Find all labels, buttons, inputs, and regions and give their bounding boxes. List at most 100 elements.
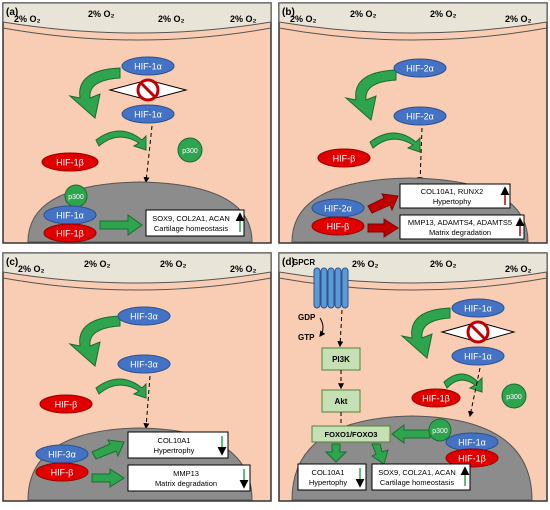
svg-text:COL10A1: COL10A1 xyxy=(312,468,345,477)
svg-text:Matrix degradation: Matrix degradation xyxy=(429,228,491,237)
panel-letter: (b) xyxy=(282,7,295,18)
o2-label: 2% O₂ xyxy=(158,14,185,24)
hif-alpha-oval xyxy=(451,298,505,318)
svg-text:p300: p300 xyxy=(68,194,84,201)
svg-text:COL10A1: COL10A1 xyxy=(158,436,191,445)
svg-text:HIF-1β: HIF-1β xyxy=(56,158,84,168)
hif-beta-oval xyxy=(39,394,93,414)
dashed-translocation xyxy=(143,375,151,430)
hif-alpha-oval xyxy=(121,56,175,76)
svg-text:HIF-3α: HIF-3α xyxy=(48,450,76,460)
svg-text:p300: p300 xyxy=(506,394,522,401)
svg-text:Cartilage homeostasis: Cartilage homeostasis xyxy=(154,224,228,233)
svg-text:HIF-2α: HIF-2α xyxy=(406,64,434,74)
red-arrow-icon xyxy=(367,218,399,238)
svg-text:GTP: GTP xyxy=(298,333,315,342)
svg-text:SOX9, COL2A1, ACAN: SOX9, COL2A1, ACAN xyxy=(378,468,456,477)
svg-text:HIF-1α: HIF-1α xyxy=(458,438,486,448)
curved-arrow-icon xyxy=(68,315,121,367)
o2-label: 2% O₂ xyxy=(88,9,115,19)
svg-text:HIF-1β: HIF-1β xyxy=(56,229,84,239)
panel-letter: (a) xyxy=(6,7,18,18)
o2-label: 2% O₂ xyxy=(352,259,379,269)
bind-arrow-icon xyxy=(95,130,147,151)
gene-box xyxy=(297,463,367,491)
hif-beta-oval xyxy=(317,148,371,168)
hif-alpha-oval xyxy=(117,354,171,374)
o2-label: 2% O₂ xyxy=(505,264,532,274)
foxo-box xyxy=(311,425,391,443)
hif-beta-oval xyxy=(311,216,365,236)
panel-d: (d) GPCR 2% O₂ 2% O₂ 2% O₂ GDP GTP PI3K … xyxy=(278,252,548,502)
dashed-translocation xyxy=(143,125,153,184)
svg-text:HIF-3α: HIF-3α xyxy=(130,312,158,322)
hif-alpha-oval xyxy=(121,104,175,124)
svg-text:HIF-β: HIF-β xyxy=(333,154,356,164)
gpcr-receptor-icon xyxy=(313,267,349,309)
curved-arrow-icon xyxy=(344,69,397,121)
o2-label: 2% O₂ xyxy=(350,9,377,19)
svg-text:HIF-1α: HIF-1α xyxy=(464,304,492,314)
svg-text:HIF-2α: HIF-2α xyxy=(324,204,352,214)
o2-label: 2% O₂ xyxy=(290,14,317,24)
hif-beta-oval xyxy=(41,152,99,172)
hif-alpha-oval xyxy=(393,58,447,78)
svg-text:MMP13, ADAMTS4, ADAMTS5: MMP13, ADAMTS4, ADAMTS5 xyxy=(408,218,512,227)
svg-text:Akt: Akt xyxy=(335,397,348,406)
gene-box xyxy=(127,431,229,459)
curved-arrow-icon xyxy=(400,307,451,359)
svg-text:HIF-3α: HIF-3α xyxy=(130,360,158,370)
hif-alpha-oval xyxy=(117,306,171,326)
svg-text:Hypertophy: Hypertophy xyxy=(433,197,472,206)
svg-text:COL10A1, RUNX2: COL10A1, RUNX2 xyxy=(421,187,484,196)
p300-circle xyxy=(501,383,527,409)
svg-text:HIF-1α: HIF-1α xyxy=(134,62,162,72)
gene-box xyxy=(399,183,511,209)
panel-a: (a) 2% O₂ 2% O₂ 2% O₂ 2% O₂ HIF-1α HIF-1… xyxy=(2,2,272,244)
svg-text:p300: p300 xyxy=(182,148,198,155)
o2-label: 2% O₂ xyxy=(18,264,45,274)
dashed-translocation xyxy=(417,127,424,184)
svg-text:FOXO1/FOXO3: FOXO1/FOXO3 xyxy=(325,430,378,439)
svg-text:HIF-β: HIF-β xyxy=(55,400,78,410)
gene-box xyxy=(127,464,251,492)
green-arrow-icon xyxy=(91,439,125,460)
panel-letter: (d) xyxy=(282,257,295,268)
svg-text:HIF-1α: HIF-1α xyxy=(134,110,162,120)
bind-arrow-icon xyxy=(95,378,147,399)
panel-b: (b) 2% O₂ 2% O₂ 2% O₂ 2% O₂ HIF-2α HIF-2… xyxy=(278,2,548,244)
svg-text:HIF-1β: HIF-1β xyxy=(422,394,450,404)
panel-c: (c) 2% O₂ 2% O₂ 2% O₂ 2% O₂ HIF-3α HIF-3… xyxy=(2,252,272,502)
svg-text:GDP: GDP xyxy=(298,313,316,322)
green-arrow-icon xyxy=(371,443,389,465)
o2-label: 2% O₂ xyxy=(430,259,457,269)
hif-beta-oval xyxy=(43,223,97,243)
svg-text:HIF-1α: HIF-1α xyxy=(464,352,492,362)
hif-beta-oval xyxy=(35,462,89,482)
svg-text:Cartilage homeostasis: Cartilage homeostasis xyxy=(380,478,454,487)
svg-text:p300: p300 xyxy=(432,428,448,435)
o2-label: 2% O₂ xyxy=(160,259,187,269)
svg-text:HIF-2α: HIF-2α xyxy=(406,112,434,122)
hif-alpha-oval xyxy=(451,346,505,366)
gene-box xyxy=(145,209,245,237)
hif-beta-oval xyxy=(445,448,499,468)
green-arrow-icon xyxy=(324,443,348,463)
svg-text:Matrix degradation: Matrix degradation xyxy=(155,479,217,488)
green-arrow-icon xyxy=(391,424,431,444)
p300-circle xyxy=(177,137,203,163)
blocked-icon xyxy=(136,78,160,102)
o2-label: 2% O₂ xyxy=(14,14,41,24)
hif-beta-oval xyxy=(411,388,461,408)
svg-text:SOX9, COL2A1, ACAN: SOX9, COL2A1, ACAN xyxy=(152,214,230,223)
o2-label: 2% O₂ xyxy=(84,259,111,269)
green-arrow-icon xyxy=(99,214,143,236)
o2-label: 2% O₂ xyxy=(230,264,257,274)
o2-label: 2% O₂ xyxy=(505,14,532,24)
dashed-signal xyxy=(337,309,344,348)
bind-arrow-icon xyxy=(369,132,421,153)
green-arrow-icon xyxy=(91,468,125,488)
svg-text:HIF-1β: HIF-1β xyxy=(458,454,486,464)
gdp-gtp-arrow xyxy=(319,317,326,337)
curved-arrow-icon xyxy=(68,67,121,119)
